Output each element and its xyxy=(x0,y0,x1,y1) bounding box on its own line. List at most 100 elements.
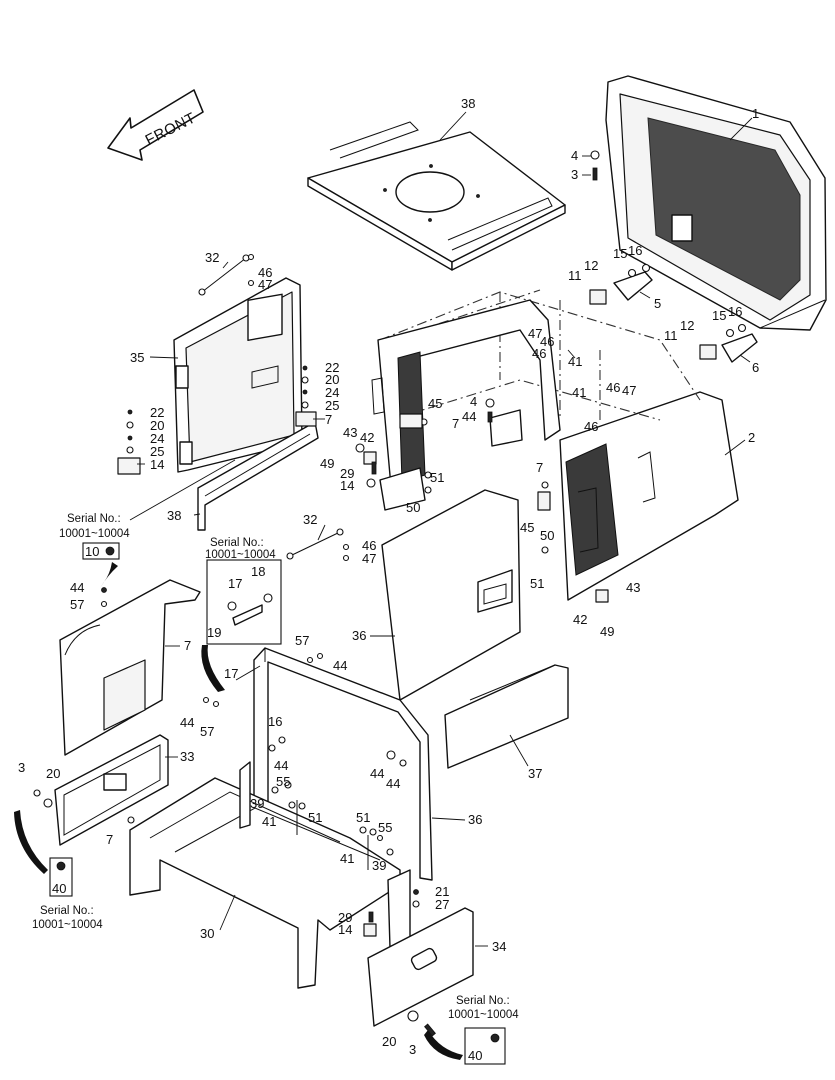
callout-21-a: 22 xyxy=(325,360,339,375)
serial-texts: Serial No.: 10001~10004 10 Serial No.: 1… xyxy=(32,513,519,1063)
callout-50-a: 49 xyxy=(320,456,334,471)
callout-4: 4 xyxy=(571,148,578,163)
part-box-10 xyxy=(82,542,120,560)
callout-38-a: 41 xyxy=(262,814,276,829)
callout-45: 44 xyxy=(370,766,384,781)
serial-1-part: 10 xyxy=(85,544,99,559)
callout-17: 17 xyxy=(224,666,238,681)
callout-47-d: 44 xyxy=(180,715,194,730)
serial-4-part: 40 xyxy=(468,1048,482,1063)
callout-48-b: 46 xyxy=(532,346,546,361)
callout-labels: 38 1 4 3 12 11 15 16 5 12 11 15 16 6 2 4… xyxy=(18,96,759,1057)
callout-11-a: 11 xyxy=(568,268,582,283)
callout-43-a: 43 xyxy=(343,425,357,440)
callout-41-b: 41 xyxy=(572,385,586,400)
serial-3-range: 10001~10004 xyxy=(32,919,103,931)
callout-57-b: 57 xyxy=(295,633,309,648)
side-cover-1 xyxy=(605,75,827,331)
side-panel-30 xyxy=(54,734,169,846)
callout-8-a: 7 xyxy=(452,416,459,431)
callout-9: 7 xyxy=(325,412,332,427)
callout-38-b: 41 xyxy=(340,851,354,866)
serial-4-title: Serial No.: xyxy=(456,995,510,1007)
callout-30: 33 xyxy=(180,749,194,764)
callout-46-b: 45 xyxy=(520,520,534,535)
callout-35: 37 xyxy=(528,766,542,781)
callout-8-b: 7 xyxy=(536,460,543,475)
callout-49-d: 47 xyxy=(362,551,376,566)
callout-28-a: 32 xyxy=(205,250,219,265)
callout-49-a: 47 xyxy=(528,326,542,341)
callout-51-b: 51 xyxy=(356,810,370,825)
callout-50-b: 49 xyxy=(600,624,614,639)
callout-19-inset: 19 xyxy=(207,625,221,640)
callout-16-c: 16 xyxy=(268,714,282,729)
base-frame-29 xyxy=(129,761,411,989)
callout-25: 27 xyxy=(435,897,449,912)
callout-42-a: 42 xyxy=(360,430,374,445)
callout-44-a: 44 xyxy=(274,758,288,773)
callout-48-c: 46 xyxy=(606,380,620,395)
callout-48-d: 46 xyxy=(584,419,598,434)
callout-27-b: 29 xyxy=(338,910,352,925)
callout-57-a: 57 xyxy=(70,597,84,612)
callout-55-a: 55 xyxy=(276,774,290,789)
callout-23-b: 24 xyxy=(150,431,164,446)
callout-32: 36 xyxy=(352,628,366,643)
callout-23-a: 24 xyxy=(325,385,339,400)
callout-55-b: 55 xyxy=(378,820,392,835)
callout-49-c: 47 xyxy=(258,277,272,292)
serial-1-title: Serial No.: xyxy=(67,513,121,525)
callout-20-d: 20 xyxy=(382,1034,396,1049)
callout-3-c: 3 xyxy=(409,1042,416,1057)
callout-43-b: 43 xyxy=(626,580,640,595)
callout-12-b: 12 xyxy=(680,318,694,333)
callout-48-a: 46 xyxy=(540,334,554,349)
callout-24-a: 25 xyxy=(325,398,339,413)
serial-2-title: Serial No.: xyxy=(210,537,264,549)
callout-16-b: 16 xyxy=(728,304,742,319)
callout-44-b: 44 xyxy=(386,776,400,791)
callout-20-a: 20 xyxy=(325,372,339,387)
serial-3-part: 40 xyxy=(52,881,66,896)
callout-14-a: 14 xyxy=(340,478,354,493)
callout-51-a: 51 xyxy=(308,810,322,825)
callout-49-b: 47 xyxy=(622,383,636,398)
callout-34: 36 xyxy=(468,812,482,827)
callout-39: 38 xyxy=(461,96,475,111)
hardware xyxy=(33,150,758,1037)
callout-42-b: 42 xyxy=(573,612,587,627)
callout-29: 30 xyxy=(200,926,214,941)
callout-15-a: 15 xyxy=(613,246,627,261)
callout-1: 1 xyxy=(752,106,759,121)
callout-5: 5 xyxy=(654,296,661,311)
callout-37-b: 39 xyxy=(372,858,386,873)
serial-3-title: Serial No.: xyxy=(40,905,94,917)
serial-2-range: 10001~10004 xyxy=(205,549,276,561)
callout-48-f: 46 xyxy=(362,538,376,553)
serial-4-range: 10001~10004 xyxy=(448,1009,519,1021)
callout-48-e: 46 xyxy=(258,265,272,280)
side-door-33 xyxy=(173,277,303,473)
callout-20-c: 20 xyxy=(46,766,60,781)
callout-18-inset: 18 xyxy=(251,564,265,579)
callout-3: 3 xyxy=(571,167,578,182)
leader-lines xyxy=(129,111,753,947)
serial-arrows xyxy=(14,562,463,1060)
serial-1-range: 10001~10004 xyxy=(59,528,130,540)
door-panel-32 xyxy=(381,489,521,701)
callout-37-a: 39 xyxy=(250,796,264,811)
callout-53-a: 51 xyxy=(430,470,444,485)
callout-11-b: 11 xyxy=(664,328,678,343)
callout-52-a: 50 xyxy=(406,500,420,515)
callout-46-a: 45 xyxy=(428,396,442,411)
part-box-40-right xyxy=(464,1027,506,1065)
callout-47-b: 44 xyxy=(70,580,84,595)
callout-3-b: 3 xyxy=(18,760,25,775)
callout-36: 38 xyxy=(167,508,181,523)
callout-17-inset: 17 xyxy=(228,576,242,591)
callout-28-b: 32 xyxy=(303,512,317,527)
callout-27-a: 29 xyxy=(340,466,354,481)
callout-21-b: 22 xyxy=(150,405,164,420)
